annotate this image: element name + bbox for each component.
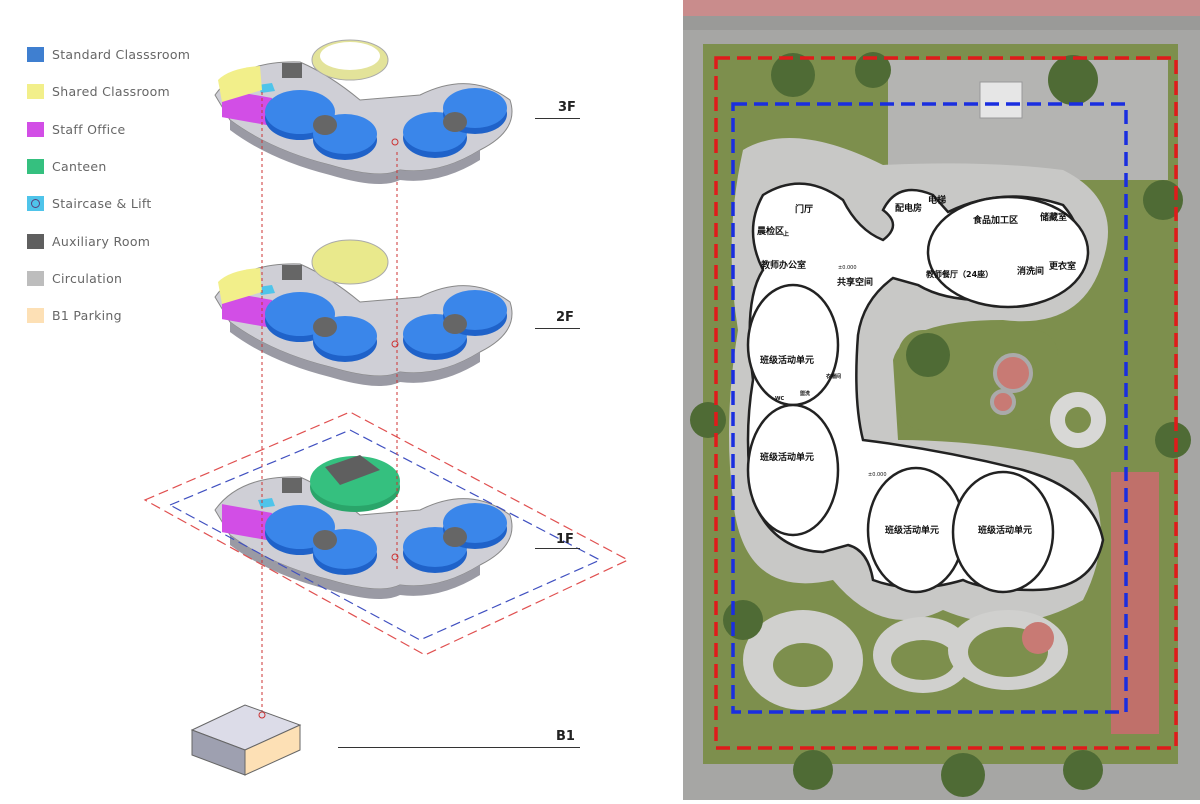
b1-parking-model [190, 704, 302, 776]
stair-up: 上 [783, 230, 789, 238]
axonometric-diagram-panel: Standard Classsroom Shared Classroom Sta… [27, 36, 630, 776]
room-unit-1: 班级活动单元 [760, 354, 814, 366]
legend-item-staircase-lift: Staircase & Lift [27, 185, 190, 222]
leader-line [535, 548, 580, 549]
legend-item-standard-classroom: Standard Classsroom [27, 36, 190, 73]
level-mark: ±0.000 [868, 472, 887, 478]
legend-item-auxiliary-room: Auxiliary Room [27, 222, 190, 259]
vertical-alignment-lines [261, 92, 398, 715]
room-office: 教师办公室 [760, 259, 806, 271]
swatch [27, 121, 44, 137]
room-unit-2: 班级活动单元 [760, 451, 814, 463]
floor-3f-model [214, 39, 513, 185]
room-cloak: 衣帽间 [826, 373, 841, 380]
floor-1f-model [214, 455, 513, 600]
room-lift: 电梯 [928, 194, 946, 206]
floor-2f-model [214, 239, 513, 387]
room-unit-4: 班级活动单元 [978, 524, 1032, 536]
floor-label-3f: 3F [558, 100, 576, 115]
site-plan-panel: 门厅 配电房 电梯 晨检区 上 教师办公室 共享空间 ±0.000 食品加工区 … [683, 0, 1200, 800]
legend: Standard Classsroom Shared Classroom Sta… [27, 36, 190, 334]
legend-item-staff-office: Staff Office [27, 111, 190, 148]
leader-line [338, 747, 580, 748]
room-food: 食品加工区 [972, 214, 1018, 226]
legend-item-circulation: Circulation [27, 260, 190, 297]
axonometric-floors [143, 39, 630, 776]
court [979, 81, 1023, 119]
swatch [27, 308, 44, 324]
floor-label-b1: B1 [556, 729, 575, 744]
running-track [1111, 472, 1159, 734]
legend-item-canteen: Canteen [27, 148, 190, 185]
room-wash: 消洗间 [1017, 265, 1044, 277]
leader-line [535, 328, 580, 329]
legend-item-b1-parking: B1 Parking [27, 297, 190, 334]
room-shared: 共享空间 [837, 276, 873, 288]
building-floorplan [746, 182, 1105, 594]
swatch [27, 47, 44, 63]
level-mark: ±0.000 [838, 265, 857, 271]
room-wc: WC [775, 396, 785, 402]
site-plan: 门厅 配电房 电梯 晨检区 上 教师办公室 共享空间 ±0.000 食品加工区 … [683, 0, 1200, 800]
room-power: 配电房 [895, 202, 922, 214]
room-check: 晨检区 [757, 225, 784, 237]
site-boundary [714, 56, 1178, 750]
road [683, 0, 1200, 16]
swatch [27, 159, 44, 175]
room-lobby: 门厅 [795, 203, 813, 215]
swatch [27, 84, 44, 100]
leader-line [535, 118, 580, 119]
building-boundary [731, 102, 1128, 714]
room-locker: 更衣室 [1049, 260, 1076, 272]
floor-label-1f: 1F [556, 532, 574, 547]
swatch [27, 233, 44, 249]
room-basin: 盥洗 [800, 390, 810, 397]
legend-item-shared-classroom: Shared Classroom [27, 73, 190, 110]
lift-icon [27, 196, 44, 212]
room-storage: 储藏室 [1040, 211, 1067, 223]
room-unit-3: 班级活动单元 [885, 524, 939, 536]
swatch [27, 270, 44, 286]
room-labels: 门厅 配电房 电梯 晨检区 上 教师办公室 共享空间 ±0.000 食品加工区 … [757, 194, 1076, 536]
room-dining: 教师餐厅（24座） [925, 269, 993, 279]
floor-label-2f: 2F [556, 310, 574, 325]
site-boundary-1f [143, 411, 630, 656]
